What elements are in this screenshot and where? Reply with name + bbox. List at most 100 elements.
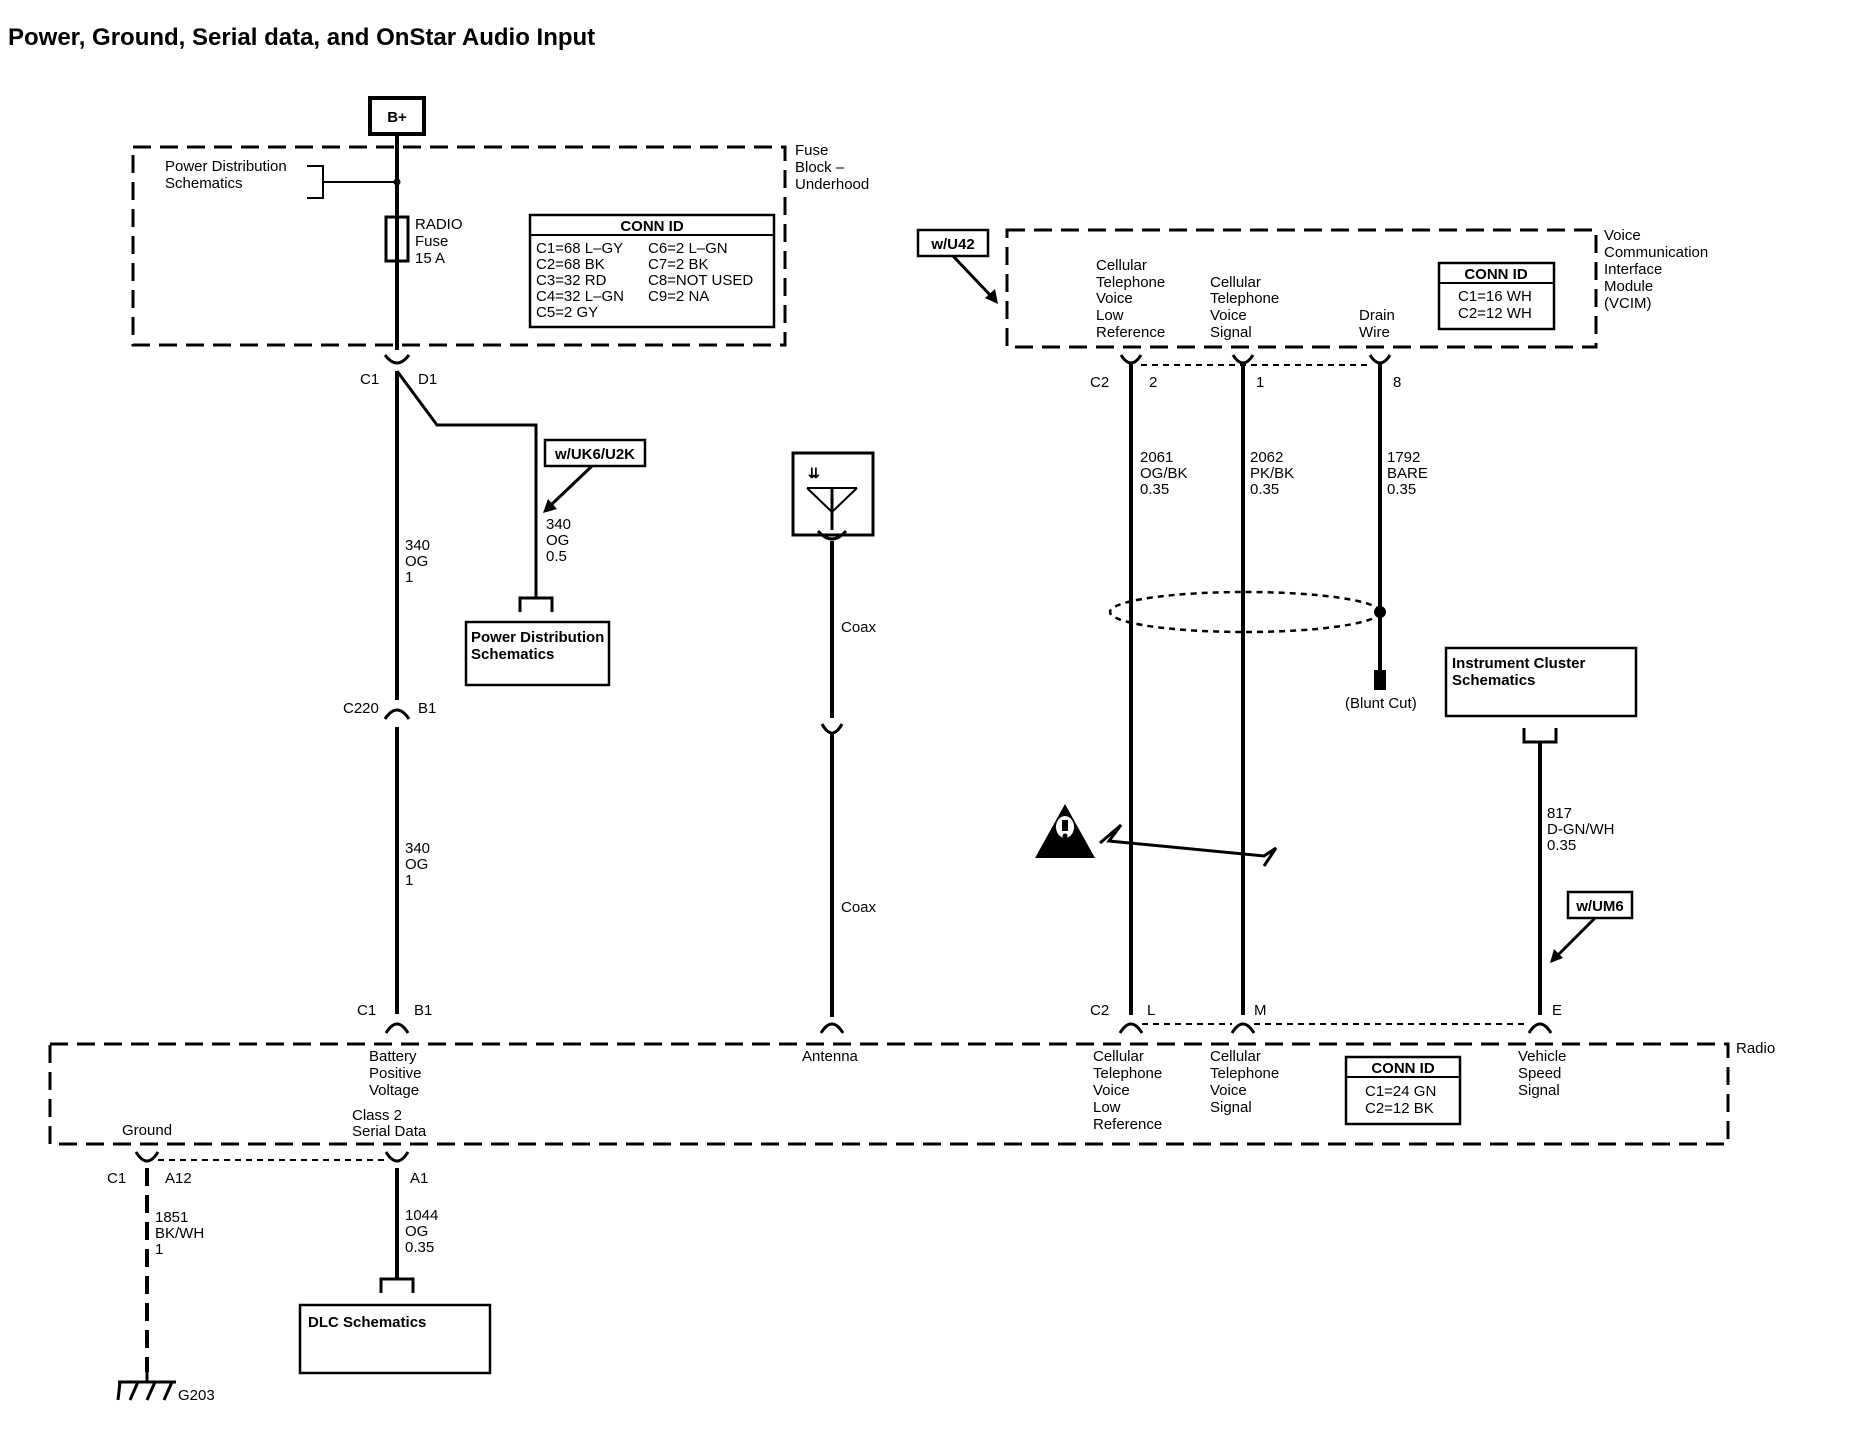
svg-text:OG: OG	[546, 532, 569, 549]
svg-text:Drain: Drain	[1359, 307, 1395, 324]
svg-text:Schematics: Schematics	[165, 175, 243, 192]
option-u42-label: w/U42	[916, 228, 998, 304]
svg-text:M: M	[1254, 1002, 1267, 1019]
svg-text:340: 340	[546, 516, 571, 533]
svg-text:C6=2 L–GN: C6=2 L–GN	[648, 240, 728, 257]
svg-text:C2: C2	[1090, 1002, 1109, 1019]
svg-text:2: 2	[1149, 374, 1157, 391]
svg-text:Schematics: Schematics	[1452, 672, 1535, 689]
svg-text:Voice: Voice	[1604, 227, 1641, 244]
svg-text:C1: C1	[107, 1170, 126, 1187]
svg-text:BK/WH: BK/WH	[155, 1225, 204, 1242]
supply-label: B+	[387, 109, 407, 126]
svg-text:Voice: Voice	[1210, 1082, 1247, 1099]
wire-2061-label: 2061 OG/BK 0.35	[1140, 449, 1188, 498]
svg-text:w/UK6/U2K: w/UK6/U2K	[554, 446, 635, 463]
svg-text:E: E	[1552, 1002, 1562, 1019]
svg-text:Ground: Ground	[122, 1122, 172, 1139]
svg-text:BARE: BARE	[1387, 465, 1428, 482]
battery-supply: B+	[368, 96, 426, 136]
svg-text:OG: OG	[405, 856, 428, 873]
svg-text:Telephone: Telephone	[1210, 1065, 1279, 1082]
vcim-pin-labels: Cellular Telephone Voice Low Reference C…	[1096, 257, 1395, 341]
ground-symbol	[116, 1372, 176, 1401]
svg-text:C3=32 RD: C3=32 RD	[536, 272, 607, 289]
svg-text:Cellular: Cellular	[1093, 1048, 1144, 1065]
diagram-title: Power, Ground, Serial data, and OnStar A…	[8, 24, 595, 51]
svg-text:w/U42: w/U42	[930, 236, 974, 253]
antenna-symbol: ⇊	[791, 451, 875, 541]
svg-text:B1: B1	[414, 1002, 432, 1019]
svg-text:RADIO: RADIO	[415, 216, 463, 233]
svg-text:C2: C2	[1090, 374, 1109, 391]
option-um6-label: w/UM6	[1550, 890, 1634, 963]
svg-text:1: 1	[405, 569, 413, 586]
svg-text:PK/BK: PK/BK	[1250, 465, 1294, 482]
radio-conn-id: CONN ID C1=24 GN C2=12 BK	[1344, 1055, 1462, 1126]
svg-text:Instrument Cluster: Instrument Cluster	[1452, 655, 1586, 672]
svg-text:C8=NOT USED: C8=NOT USED	[648, 272, 753, 289]
wire-340-upper-label: 340 OG 1	[405, 537, 430, 586]
svg-text:Reference: Reference	[1093, 1116, 1162, 1133]
svg-text:Antenna: Antenna	[802, 1048, 859, 1065]
option-uk6-label: w/UK6/U2K	[543, 438, 647, 513]
svg-text:1: 1	[1256, 374, 1264, 391]
svg-text:1: 1	[155, 1241, 163, 1258]
svg-text:Voice: Voice	[1093, 1082, 1130, 1099]
wire-break-symbol	[1099, 823, 1278, 867]
svg-text:Cellular: Cellular	[1210, 1048, 1261, 1065]
power-distribution-reference: Power Distribution Schematics	[165, 158, 401, 199]
svg-text:1792: 1792	[1387, 449, 1420, 466]
vcim-connector-c2: C2 2 1 8	[1090, 354, 1401, 391]
svg-text:Interface: Interface	[1604, 261, 1662, 278]
instrument-cluster-box: Instrument Cluster Schematics	[1444, 646, 1638, 744]
svg-text:OG: OG	[405, 1223, 428, 1240]
fuse-block-conn-id: CONN ID C1=68 L–GY C2=68 BK C3=32 RD C4=…	[528, 213, 776, 329]
vcim-conn-id: CONN ID C1=16 WH C2=12 WH	[1437, 261, 1556, 331]
shield-ellipse	[1108, 590, 1386, 690]
coax-lower-label: Coax	[841, 899, 877, 916]
svg-text:Vehicle: Vehicle	[1518, 1048, 1566, 1065]
svg-text:0.35: 0.35	[1547, 837, 1576, 854]
svg-text:C2=12 WH: C2=12 WH	[1458, 305, 1532, 322]
svg-text:2061: 2061	[1140, 449, 1173, 466]
svg-text:Block –: Block –	[795, 159, 845, 176]
svg-text:CONN ID: CONN ID	[1464, 266, 1528, 283]
inline-connector-c220: C220 B1	[343, 700, 436, 1014]
wire-1044-label: 1044 OG 0.35	[405, 1207, 438, 1256]
branch-wire-340-uk6	[395, 370, 538, 598]
svg-text:Signal: Signal	[1210, 324, 1252, 341]
svg-text:C1: C1	[360, 371, 379, 388]
svg-text:C2=68 BK: C2=68 BK	[536, 256, 605, 273]
svg-text:L: L	[1147, 1002, 1155, 1019]
fuse-block-label: Fuse Block – Underhood	[795, 142, 869, 193]
svg-text:w/UM6: w/UM6	[1575, 898, 1624, 915]
svg-text:Wire: Wire	[1359, 324, 1390, 341]
svg-text:Schematics: Schematics	[471, 646, 554, 663]
svg-text:340: 340	[405, 840, 430, 857]
svg-text:Class 2: Class 2	[352, 1107, 402, 1124]
svg-text:Voice: Voice	[1096, 290, 1133, 307]
svg-text:1851: 1851	[155, 1209, 188, 1226]
svg-text:2062: 2062	[1250, 449, 1283, 466]
wire-340-lower-label: 340 OG 1	[405, 840, 430, 889]
blunt-cut-label: (Blunt Cut)	[1345, 695, 1417, 712]
svg-text:Reference: Reference	[1096, 324, 1165, 341]
power-distribution-box: Power Distribution Schematics	[464, 620, 611, 687]
svg-text:Low: Low	[1093, 1099, 1121, 1116]
ground-id-label: G203	[178, 1387, 215, 1404]
svg-text:C9=2 NA: C9=2 NA	[648, 288, 709, 305]
radio-pin-labels: Battery Positive Voltage Antenna Cellula…	[122, 1048, 1566, 1140]
svg-text:C1: C1	[357, 1002, 376, 1019]
svg-text:Low: Low	[1096, 307, 1124, 324]
svg-text:D1: D1	[418, 371, 437, 388]
svg-text:Telephone: Telephone	[1096, 274, 1165, 291]
svg-text:Serial Data: Serial Data	[352, 1123, 427, 1140]
radio-bottom-connectors: C1 A12 A1	[107, 1151, 428, 1187]
svg-text:A1: A1	[410, 1170, 428, 1187]
svg-text:Fuse: Fuse	[795, 142, 828, 159]
svg-text:8: 8	[1393, 374, 1401, 391]
svg-text:Power Distribution: Power Distribution	[471, 629, 604, 646]
svg-text:Underhood: Underhood	[795, 176, 869, 193]
svg-text:B1: B1	[418, 700, 436, 717]
